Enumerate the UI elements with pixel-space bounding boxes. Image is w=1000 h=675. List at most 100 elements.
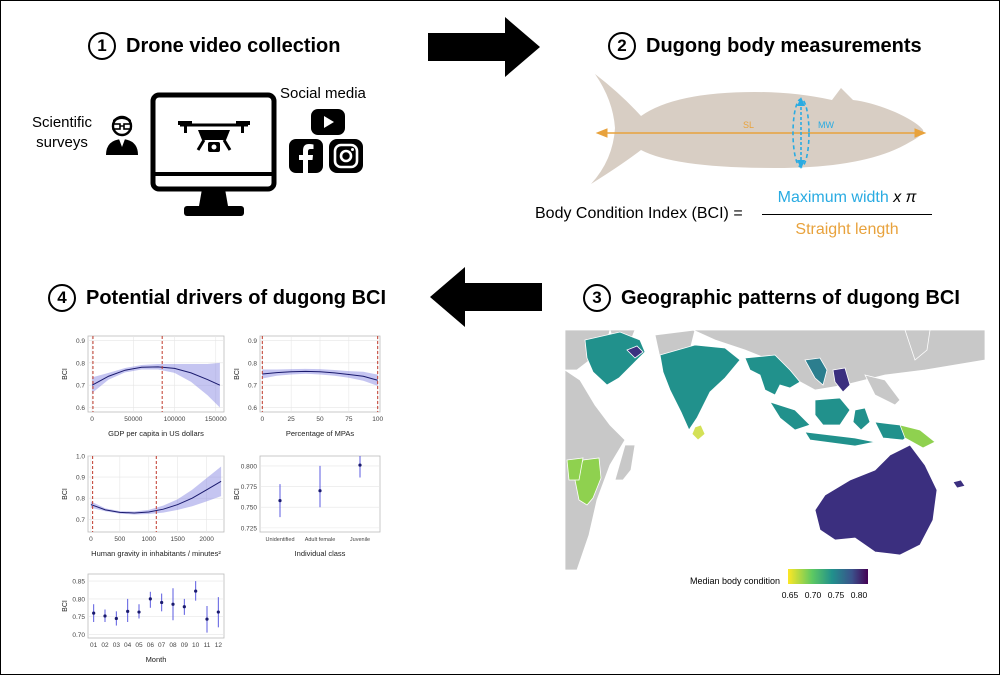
data-point (171, 602, 175, 606)
social-media-label: Social media (280, 85, 366, 102)
y-tick-label: 0.9 (76, 475, 85, 482)
x-tick-label: 2000 (199, 536, 214, 543)
confidence-band (90, 466, 222, 515)
x-tick-label: Juvenile (350, 537, 370, 543)
mw-arrowhead-bottom (797, 160, 805, 169)
confidence-band (92, 362, 220, 408)
facebook-icon (289, 139, 323, 173)
bci-numerator: Maximum width x π (762, 188, 932, 208)
y-axis-label: BCI (234, 368, 241, 380)
region-mozambique (574, 457, 602, 506)
legend-tick: 0.70 (805, 590, 822, 600)
times-pi-text: x π (893, 189, 917, 206)
x-tick-label: 10 (192, 642, 200, 649)
youtube-icon (311, 109, 345, 135)
scientist-icon (106, 115, 138, 155)
step-number: 2 (608, 32, 636, 60)
right-arrow-icon (428, 17, 540, 77)
maximum-width-text: Maximum width (777, 189, 889, 206)
data-point (205, 617, 209, 621)
y-axis-label: BCI (62, 600, 69, 612)
data-point (160, 600, 164, 605)
region-borneo (814, 397, 851, 426)
x-tick-label: 06 (147, 642, 155, 649)
x-tick-label: 75 (345, 416, 353, 423)
y-tick-label: 0.7 (248, 383, 257, 390)
step-title: Dugong body measurements (646, 34, 922, 57)
x-tick-label: 01 (90, 642, 98, 649)
region-philippines (832, 367, 851, 393)
straight-length-text: Straight length (795, 221, 899, 238)
y-axis-label: BCI (62, 488, 69, 500)
x-axis-label: Individual class (295, 549, 346, 558)
step-title: Drone video collection (126, 34, 341, 57)
y-tick-label: 0.775 (241, 484, 258, 491)
confidence-band (262, 368, 378, 386)
region-australia (814, 444, 938, 556)
x-tick-label: 100000 (164, 416, 186, 423)
fit-line (91, 366, 221, 386)
data-point (278, 499, 282, 503)
x-tick-label: 500 (114, 536, 125, 543)
x-tick-label: 09 (181, 642, 189, 649)
data-point (216, 610, 220, 614)
y-tick-label: 0.750 (241, 505, 258, 512)
sl-label: SL (743, 120, 754, 130)
x-axis-label: Percentage of MPAs (286, 429, 354, 438)
y-tick-label: 0.800 (241, 463, 258, 470)
region-java-sunda (804, 431, 876, 447)
y-tick-label: 0.80 (72, 596, 85, 603)
y-tick-label: 0.725 (241, 525, 258, 532)
data-point (358, 463, 362, 467)
y-tick-label: 0.7 (76, 383, 85, 390)
data-point (182, 605, 186, 609)
step-2-header: 2 Dugong body measurements (608, 32, 922, 60)
region-sri-lanka (691, 424, 706, 441)
region-india (659, 344, 741, 431)
region-papua-new-guinea (899, 424, 936, 449)
region-china-coast (804, 357, 828, 386)
scientific-surveys-label: Scientific surveys (31, 114, 93, 151)
x-tick-label: 1500 (170, 536, 185, 543)
step-title: Potential drivers of dugong BCI (86, 286, 387, 309)
step-number: 4 (48, 284, 76, 312)
left-arrow-icon (430, 267, 542, 327)
y-tick-label: 0.8 (76, 360, 85, 367)
x-tick-label: 03 (113, 642, 121, 649)
dugong-silhouette: SL MW (591, 74, 927, 184)
sl-arrowhead-left (595, 128, 608, 138)
y-tick-label: 0.9 (248, 338, 257, 345)
region-sulawesi (852, 407, 871, 431)
x-axis-label: Human gravity in inhabitants / minutes² (91, 549, 221, 558)
y-tick-label: 0.8 (76, 496, 85, 503)
step-number: 1 (88, 32, 116, 60)
bci-formula-lhs: Body Condition Index (BCI) = (535, 205, 743, 222)
x-tick-label: 0 (89, 536, 93, 543)
region-sumatra (769, 401, 811, 431)
x-tick-label: 50 (316, 416, 324, 423)
x-tick-label: 05 (135, 642, 143, 649)
step-4-header: 4 Potential drivers of dugong BCI (48, 284, 386, 312)
computer-monitor-icon (150, 92, 277, 216)
step-number: 3 (583, 284, 611, 312)
y-tick-label: 0.7 (76, 517, 85, 524)
legend-tick: 0.75 (828, 590, 845, 600)
x-tick-label: 150000 (205, 416, 227, 423)
x-axis-label: Month (146, 655, 167, 664)
y-tick-label: 0.75 (72, 614, 85, 621)
geographic-map (565, 330, 985, 570)
y-tick-label: 0.9 (76, 338, 85, 345)
sl-arrowhead-right (914, 128, 927, 138)
y-axis-label: BCI (62, 368, 69, 380)
x-tick-label: 50000 (124, 416, 142, 423)
y-tick-label: 0.8 (248, 360, 257, 367)
region-southeast-asia (744, 354, 801, 396)
data-point (148, 597, 152, 601)
instagram-icon (329, 139, 363, 173)
x-tick-label: 11 (204, 642, 211, 649)
x-tick-label: Adult female (305, 537, 336, 543)
y-tick-label: 0.6 (248, 405, 257, 412)
region-arabian-peninsula (584, 331, 646, 386)
